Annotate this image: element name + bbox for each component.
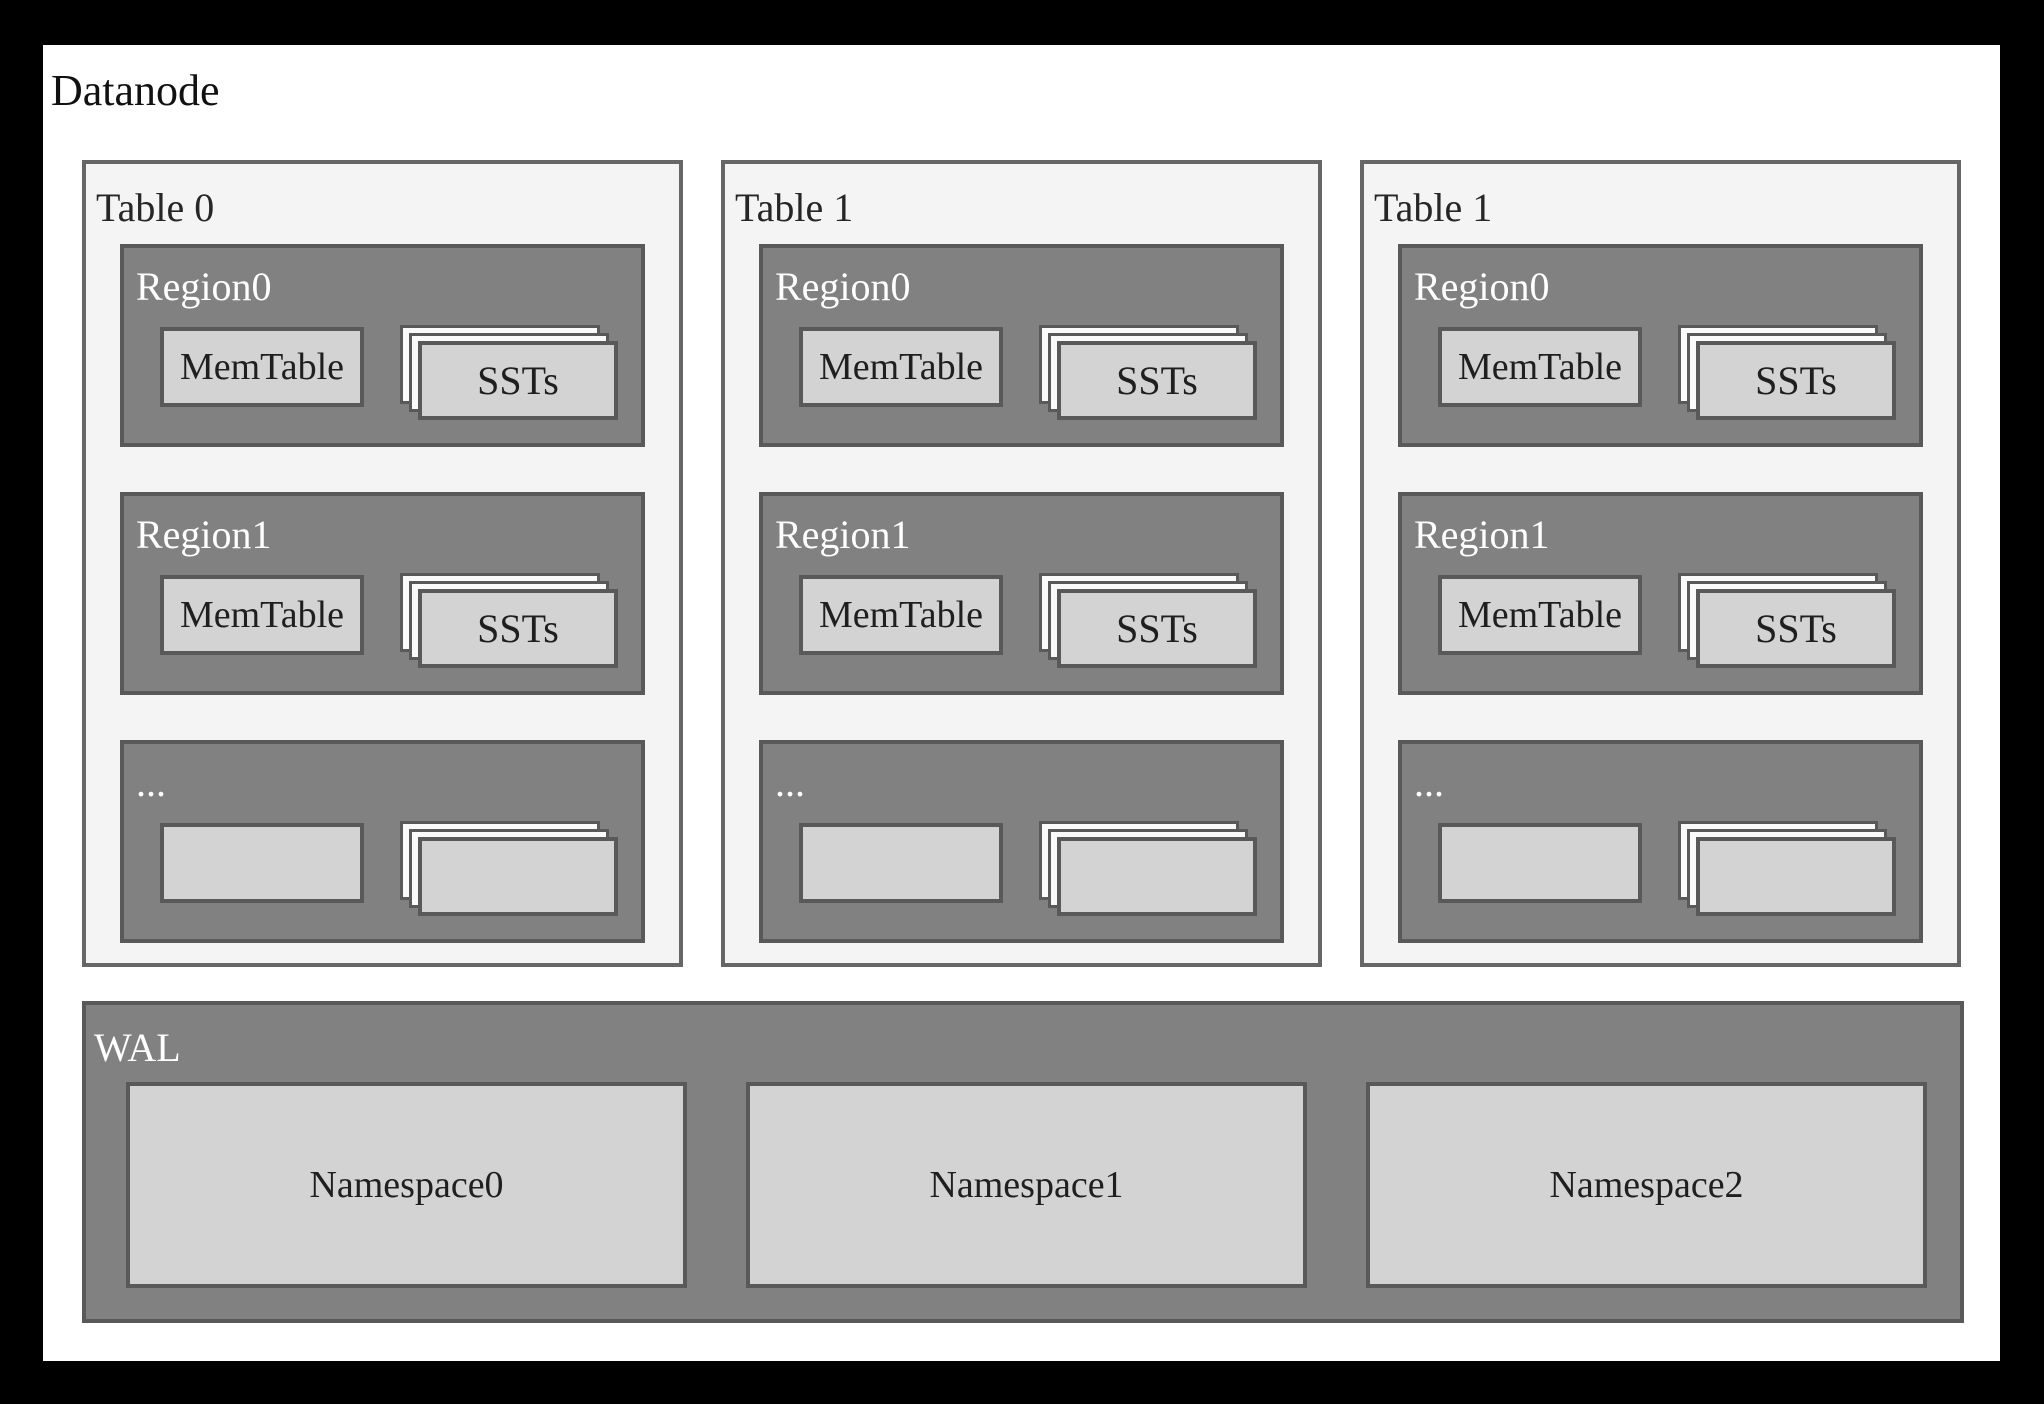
ssts-label: SSTs [477, 606, 559, 651]
sst-sheet-front: SSTs [418, 589, 618, 668]
region-box-more: ... [1398, 740, 1923, 943]
region-label: Region0 [775, 264, 911, 309]
sst-sheet-front: SSTs [1057, 589, 1257, 668]
namespace-box-1: Namespace1 [746, 1082, 1307, 1288]
memtable-label: MemTable [1457, 594, 1623, 636]
memtable-box: MemTable [160, 327, 364, 407]
wal-box: WAL Namespace0 Namespace1 Namespace2 [82, 1001, 1964, 1323]
ssts-stack: SSTs [1678, 325, 1896, 420]
region-label: Region1 [1414, 512, 1550, 557]
namespace-label: Namespace0 [309, 1164, 504, 1206]
ssts-stack-empty [400, 821, 618, 916]
ssts-stack-empty [1039, 821, 1257, 916]
region-box-more: ... [759, 740, 1284, 943]
region-box-1: Region1 MemTable SSTs [1398, 492, 1923, 695]
ssts-label: SSTs [477, 358, 559, 403]
datanode-container: Datanode Table 0 Region0 MemTable SSTs R… [43, 45, 2000, 1361]
wal-label: WAL [94, 1025, 181, 1070]
ssts-stack: SSTs [1678, 573, 1896, 668]
sst-sheet-front: SSTs [1696, 589, 1896, 668]
ssts-stack: SSTs [400, 573, 618, 668]
region-label: Region1 [136, 512, 272, 557]
region-label: Region1 [775, 512, 911, 557]
sst-sheet-front [1696, 837, 1896, 916]
region-box-more: ... [120, 740, 645, 943]
table-label: Table 1 [1374, 185, 1493, 230]
memtable-label: MemTable [818, 346, 984, 388]
memtable-box: MemTable [799, 327, 1003, 407]
memtable-box-empty [160, 823, 364, 903]
region-label: ... [1414, 760, 1444, 805]
region-label: Region0 [1414, 264, 1550, 309]
region-label: Region0 [136, 264, 272, 309]
table-panel-2: Table 1 Region0 MemTable SSTs Region1 Me… [1360, 160, 1961, 967]
ssts-stack: SSTs [400, 325, 618, 420]
ssts-stack: SSTs [1039, 573, 1257, 668]
sst-sheet-front: SSTs [1696, 341, 1896, 420]
ssts-label: SSTs [1755, 606, 1837, 651]
table-label: Table 0 [96, 185, 215, 230]
memtable-label: MemTable [179, 346, 345, 388]
sst-sheet-front [418, 837, 618, 916]
ssts-label: SSTs [1116, 358, 1198, 403]
memtable-box-empty [1438, 823, 1642, 903]
table-panel-1: Table 1 Region0 MemTable SSTs Region1 Me… [721, 160, 1322, 967]
sst-sheet-front [1057, 837, 1257, 916]
memtable-box: MemTable [799, 575, 1003, 655]
namespace-label: Namespace2 [1549, 1164, 1744, 1206]
memtable-box: MemTable [1438, 327, 1642, 407]
region-box-0: Region0 MemTable SSTs [759, 244, 1284, 447]
memtable-box-empty [799, 823, 1003, 903]
sst-sheet-front: SSTs [1057, 341, 1257, 420]
ssts-label: SSTs [1755, 358, 1837, 403]
memtable-label: MemTable [818, 594, 984, 636]
namespace-box-2: Namespace2 [1366, 1082, 1927, 1288]
ssts-stack: SSTs [1039, 325, 1257, 420]
region-box-0: Region0 MemTable SSTs [120, 244, 645, 447]
table-panel-0: Table 0 Region0 MemTable SSTs Region1 Me… [82, 160, 683, 967]
ssts-stack-empty [1678, 821, 1896, 916]
namespace-label: Namespace1 [929, 1164, 1124, 1206]
table-label: Table 1 [735, 185, 854, 230]
memtable-label: MemTable [179, 594, 345, 636]
page-title: Datanode [51, 66, 220, 115]
namespace-box-0: Namespace0 [126, 1082, 687, 1288]
region-box-1: Region1 MemTable SSTs [759, 492, 1284, 695]
memtable-box: MemTable [160, 575, 364, 655]
region-label: ... [136, 760, 166, 805]
region-box-0: Region0 MemTable SSTs [1398, 244, 1923, 447]
region-box-1: Region1 MemTable SSTs [120, 492, 645, 695]
sst-sheet-front: SSTs [418, 341, 618, 420]
region-label: ... [775, 760, 805, 805]
memtable-label: MemTable [1457, 346, 1623, 388]
memtable-box: MemTable [1438, 575, 1642, 655]
ssts-label: SSTs [1116, 606, 1198, 651]
